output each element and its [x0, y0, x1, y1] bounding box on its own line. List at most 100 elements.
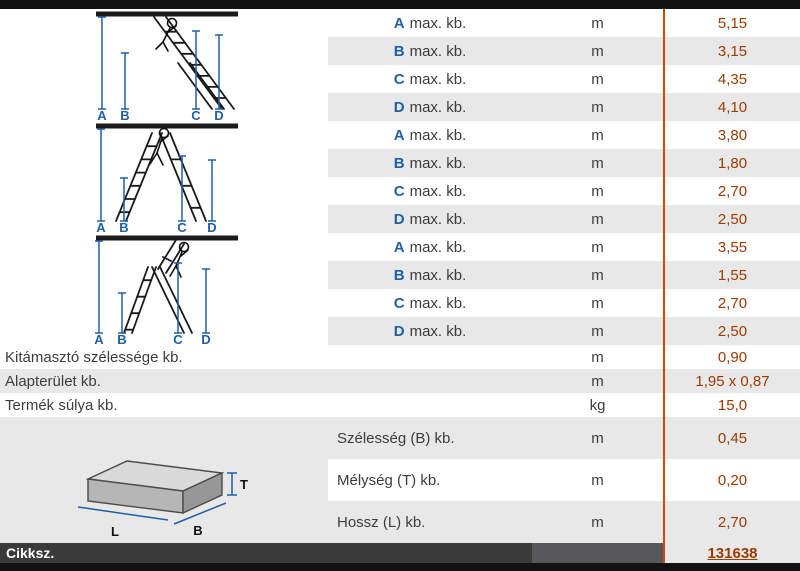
dim-letter: A — [393, 126, 405, 144]
spec-row-unit: m — [532, 149, 663, 177]
dim-letter: C — [393, 294, 405, 312]
ladder-diagram-aframe-icon: A B C D — [96, 123, 238, 233]
person-icon — [155, 17, 178, 52]
spec-row-unit: m — [532, 289, 663, 317]
dim-label-text: max. kb. — [409, 70, 467, 88]
dim-label-text: max. kb. — [409, 14, 467, 32]
spec-row-value: 0,20 — [663, 459, 800, 501]
dim-label-text: max. kb. — [409, 266, 467, 284]
spec-row-label: Mélység (T) kb. — [328, 459, 532, 501]
dim-letter-a: A — [94, 332, 104, 345]
dim-label-text: max. kb. — [409, 210, 467, 228]
spec-row-value: 2,70 — [663, 501, 800, 543]
spec-row-unit: m — [532, 261, 663, 289]
spec-row-value: 0,90 — [663, 345, 800, 369]
spec-row-label: Alapterület kb. — [0, 369, 532, 393]
ladder-diagrams-cell: A B C D — [0, 9, 328, 345]
dim-label-text: max. kb. — [409, 294, 467, 312]
dim-label-text: max. kb. — [409, 238, 467, 256]
dim-label-text: max. kb. — [409, 182, 467, 200]
package-box-icon: T L B — [77, 460, 248, 539]
box-dimension-lines — [77, 472, 237, 525]
dimension-lines — [95, 240, 210, 334]
dimension-lines — [98, 16, 223, 110]
dim-letter: B — [393, 266, 405, 284]
spec-row-unit: m — [532, 233, 663, 261]
dim-letter: B — [393, 42, 405, 60]
dim-letter-c: C — [177, 220, 187, 233]
spec-row-unit: m — [532, 205, 663, 233]
box-letter-b: B — [193, 523, 202, 538]
dimension-lines — [97, 128, 216, 222]
spec-row-label: Hossz (L) kb. — [328, 501, 532, 543]
spec-row-unit: kg — [532, 393, 663, 417]
ladder-diagram-extension-icon: A B C D — [94, 235, 238, 345]
dim-letter: D — [393, 322, 405, 340]
spec-row-value: 1,55 — [663, 261, 800, 289]
spec-row-label: Termék súlya kb. — [0, 393, 532, 417]
spec-row-value: 3,55 — [663, 233, 800, 261]
dim-letter-c: C — [173, 332, 183, 345]
dim-letter-b: B — [117, 332, 126, 345]
spec-row-value: 2,50 — [663, 317, 800, 345]
dim-letter-d: D — [207, 220, 216, 233]
person-icon — [169, 241, 190, 278]
dim-letter: D — [393, 210, 405, 228]
dim-label-text: max. kb. — [409, 154, 467, 172]
dim-letter: B — [393, 154, 405, 172]
spec-row-value: 1,95 x 0,87 — [663, 369, 800, 393]
spec-row-unit: m — [532, 345, 663, 369]
spec-row-unit: m — [532, 459, 663, 501]
dim-letter: D — [393, 98, 405, 116]
spec-row-value: 2,70 — [663, 177, 800, 205]
spec-row-unit: m — [532, 501, 663, 543]
ladder-diagram-lean-icon: A B C D — [96, 11, 238, 121]
spec-row-value: 4,35 — [663, 65, 800, 93]
top-border-bar — [0, 0, 800, 9]
spec-row-unit: m — [532, 37, 663, 65]
spec-table: A B C D — [0, 9, 800, 563]
spec-row-unit: m — [532, 369, 663, 393]
dim-letter-c: C — [191, 108, 201, 121]
bottom-border-bar — [0, 563, 800, 571]
dim-letter-d: D — [214, 108, 223, 121]
spec-row-value: 3,15 — [663, 37, 800, 65]
box-diagram-cell: T L B — [0, 417, 328, 543]
dim-letter: C — [393, 70, 405, 88]
spec-row-unit: m — [532, 317, 663, 345]
dim-letter-d: D — [201, 332, 210, 345]
article-number-unit-cell — [532, 543, 663, 563]
person-icon — [149, 127, 170, 166]
spec-row-value: 5,15 — [663, 9, 800, 37]
spec-row-label: Szélesség (B) kb. — [328, 417, 532, 459]
spec-row-unit: m — [532, 417, 663, 459]
dim-label-text: max. kb. — [409, 322, 467, 340]
dim-letter: A — [393, 14, 405, 32]
spec-row-unit: m — [532, 65, 663, 93]
spec-row-value: 1,80 — [663, 149, 800, 177]
dim-label-text: max. kb. — [409, 42, 467, 60]
dim-letter: C — [393, 182, 405, 200]
spec-row-value: 3,80 — [663, 121, 800, 149]
article-number-label: Cikksz. — [0, 543, 532, 563]
dim-label-text: max. kb. — [409, 126, 467, 144]
spec-row-value: 0,45 — [663, 417, 800, 459]
dim-letter: A — [393, 238, 405, 256]
dim-letter-b: B — [119, 220, 128, 233]
spec-row-unit: m — [532, 9, 663, 37]
spec-row-value: 2,70 — [663, 289, 800, 317]
box-letter-l: L — [111, 524, 119, 539]
article-number-value: 131638 — [663, 543, 800, 563]
box-letter-t: T — [240, 477, 248, 492]
